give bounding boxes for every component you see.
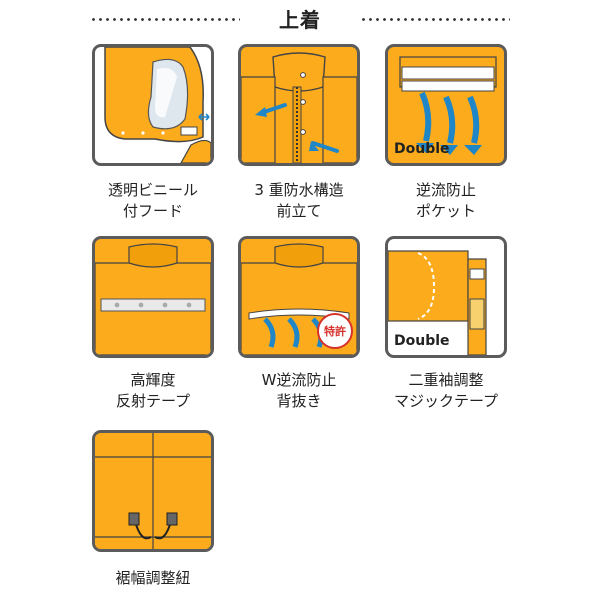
section-title: 上着 [279, 8, 321, 32]
feature-tile-pocket: Double [385, 44, 507, 166]
title-divider-left [90, 18, 240, 21]
double-badge: Double [394, 141, 450, 157]
placket-illustration [241, 52, 357, 163]
title-divider-right [360, 18, 510, 21]
feature-caption: 透明ビニール 付フード [107, 181, 198, 220]
sleeve-illustration [388, 250, 487, 355]
feature-tile-hem-cord [92, 430, 214, 552]
reflective-tape-illustration [95, 243, 211, 355]
feature-caption: 逆流防止 ポケット [415, 181, 476, 220]
feature-caption: 3 重防水構造 前立て [254, 181, 344, 220]
feature-tile-reflective [92, 236, 214, 358]
feature-tile-hood [92, 44, 214, 166]
pocket-illustration [399, 56, 497, 155]
feature-tile-placket [238, 44, 360, 166]
hem-cord-illustration [95, 433, 211, 549]
patent-seal: 特許 [317, 313, 353, 349]
feature-caption: 二重袖調整 マジックテープ [393, 371, 499, 410]
hood-illustration [104, 47, 211, 163]
feature-tile-sleeve: Double [385, 236, 507, 358]
feature-caption: W逆流防止 背抜き [261, 371, 337, 410]
double-badge: Double [394, 333, 450, 349]
feature-tile-back-vent: 特許 [238, 236, 360, 358]
feature-caption: 高輝度 反射テープ [115, 371, 191, 410]
feature-caption: 裾幅調整紐 [115, 569, 191, 587]
